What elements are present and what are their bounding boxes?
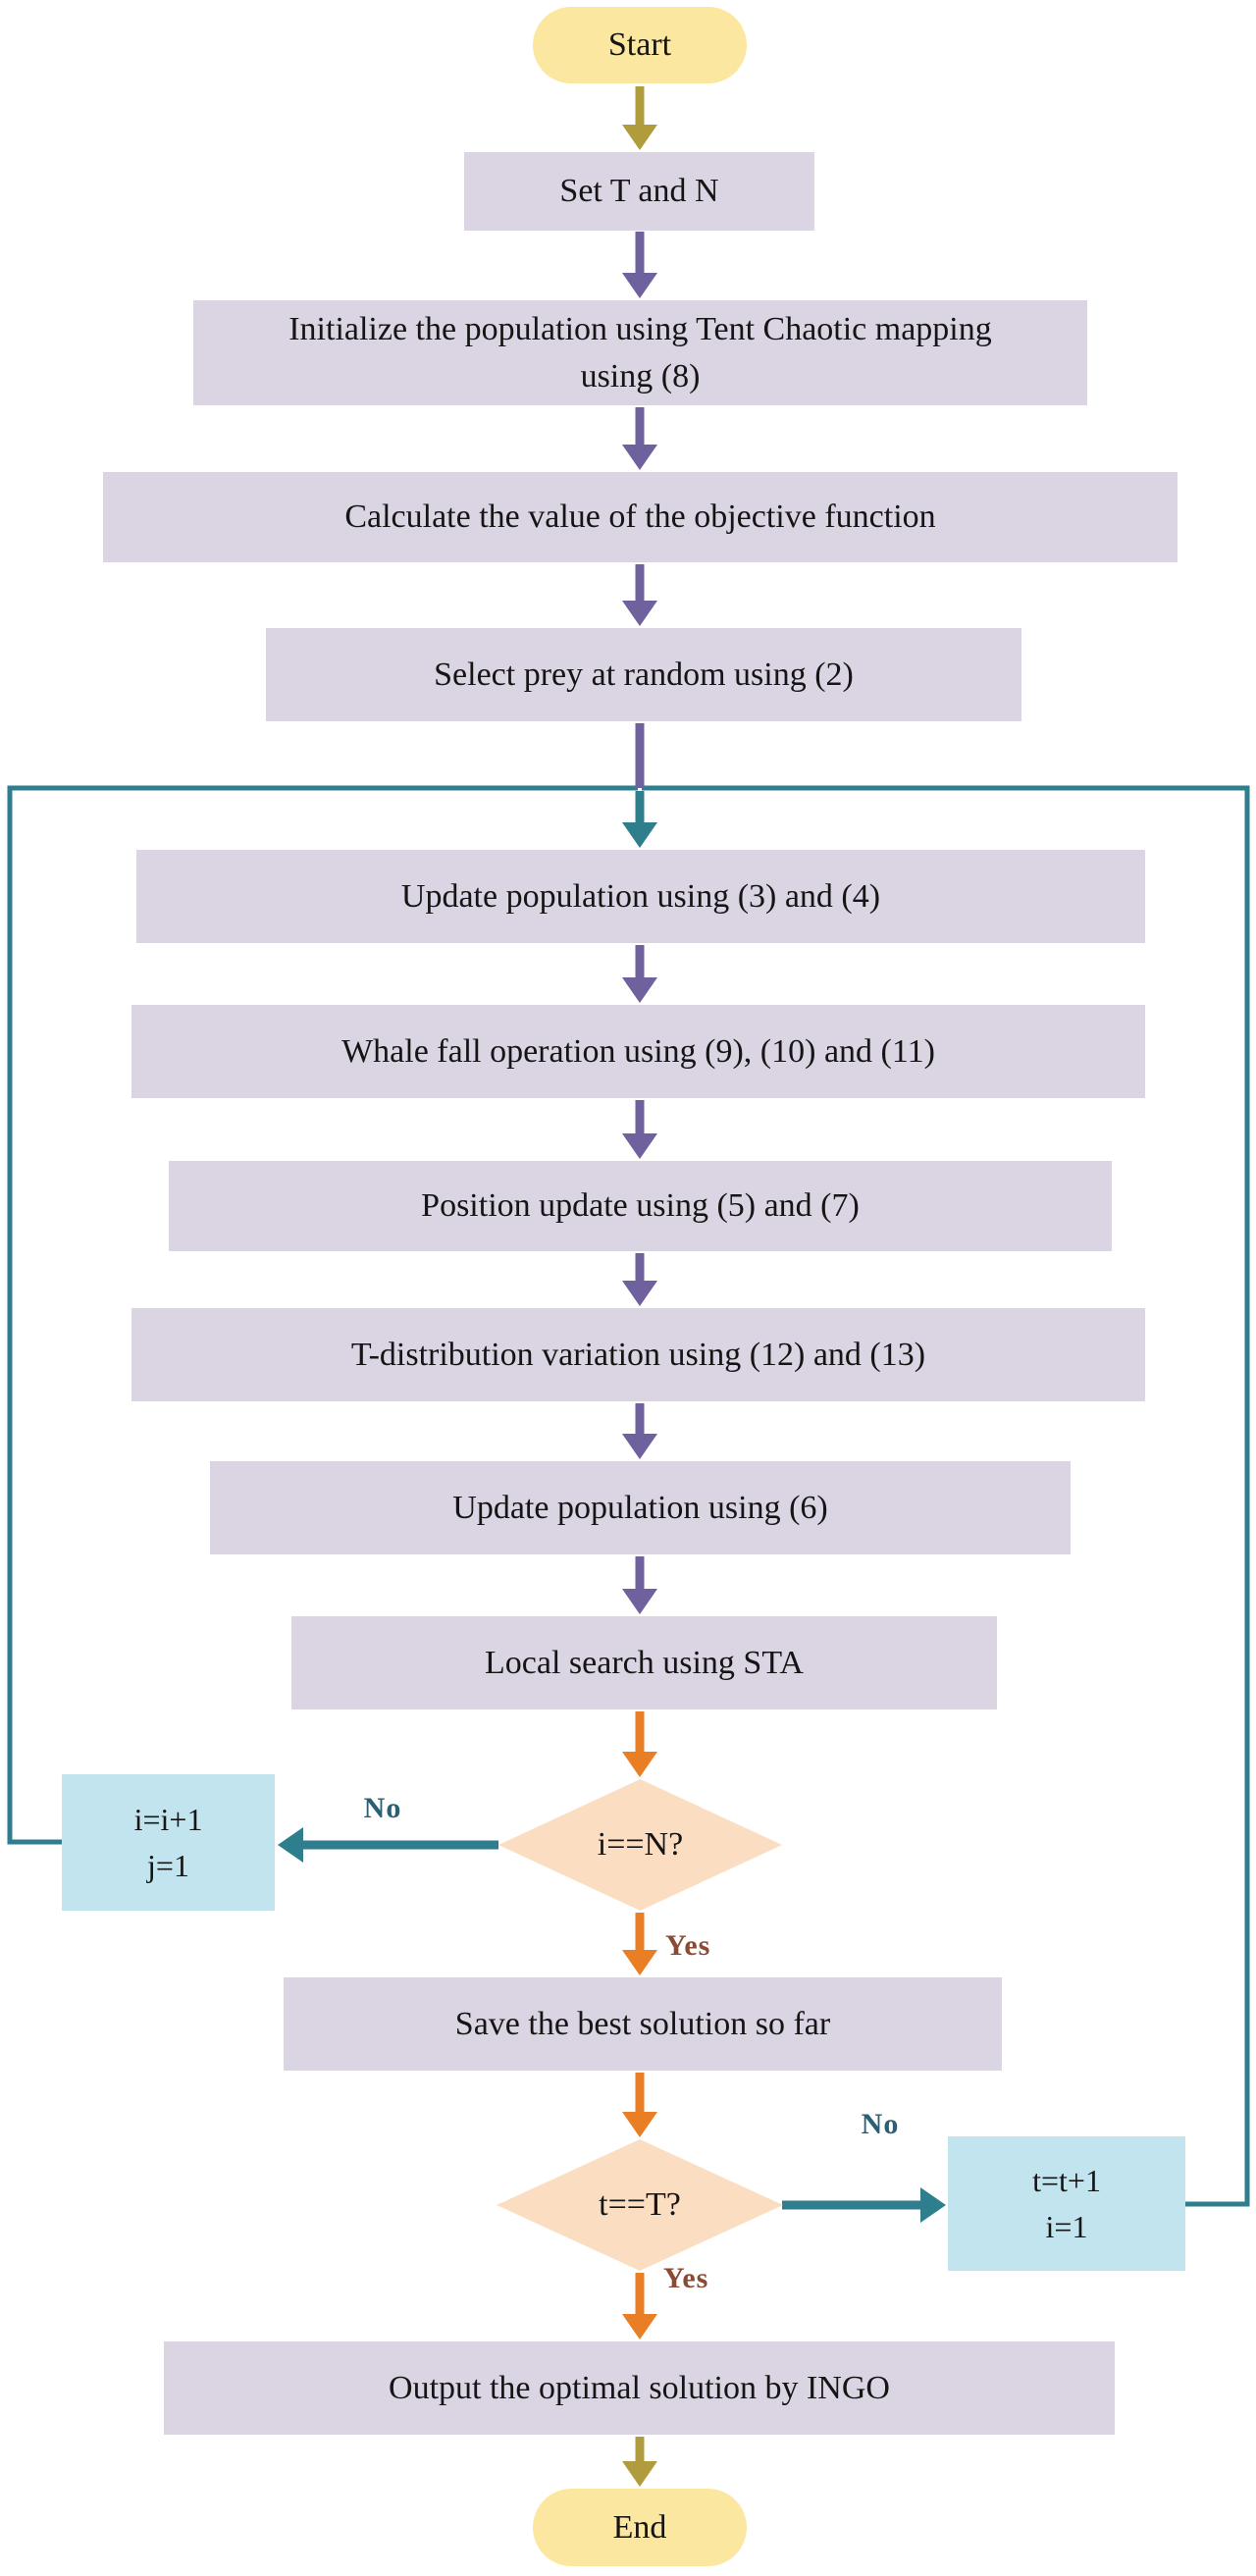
t-update-label: t=t+1 i=1 — [1032, 2163, 1101, 2244]
arrow-loop-to-update — [622, 791, 657, 848]
arrow-tdist-to-update6 — [622, 1403, 657, 1459]
arrow-decision-t-yes — [622, 2273, 657, 2339]
arrow-whalefall-to-position — [622, 1100, 657, 1159]
flowchart-node-calculate: Calculate the value of the objective fun… — [103, 472, 1178, 562]
flowchart-node-save-best: Save the best solution so far — [284, 1977, 1002, 2071]
update-pop-34-label: Update population using (3) and (4) — [400, 877, 881, 915]
flowchart-node-t-distribution: T-distribution variation using (12) and … — [131, 1308, 1145, 1401]
t-distribution-label: T-distribution variation using (12) and … — [350, 1336, 926, 1373]
local-search-label: Local search using STA — [485, 1644, 804, 1681]
arrow-position-to-tdist — [622, 1253, 657, 1306]
flowchart-node-select-prey: Select prey at random using (2) — [266, 628, 1021, 721]
flowchart-node-whale-fall: Whale fall operation using (9), (10) and… — [131, 1005, 1145, 1098]
flowchart-node-local-search: Local search using STA — [291, 1616, 997, 1709]
flowchart-decision-t-check: t==T? — [497, 2139, 783, 2271]
flowchart-node-start: Start — [533, 7, 747, 83]
flowchart-node-update-pop-6: Update population using (6) — [210, 1461, 1071, 1554]
calculate-label: Calculate the value of the objective fun… — [344, 499, 936, 536]
flowchart-node-output: Output the optimal solution by INGO — [164, 2341, 1115, 2435]
position-update-label: Position update using (5) and (7) — [421, 1187, 860, 1225]
arrow-set-to-initialize — [622, 232, 657, 298]
arrow-savebest-to-decision-t — [622, 2073, 657, 2137]
arrow-update-to-whalefall — [622, 945, 657, 1003]
start-label: Start — [607, 26, 672, 64]
edge-label-yes-t: Yes — [663, 2262, 709, 2294]
flowchart-node-end: End — [533, 2489, 747, 2566]
flowchart-node-position-update: Position update using (5) and (7) — [169, 1161, 1112, 1251]
arrow-start-to-set — [622, 86, 657, 150]
flowchart-node-initialize: Initialize the population using Tent Cha… — [193, 300, 1087, 405]
arrow-output-to-end — [622, 2437, 657, 2487]
flowchart-node-update-pop-34: Update population using (3) and (4) — [136, 850, 1145, 943]
i-update-label: i=i+1 j=1 — [133, 1802, 203, 1883]
i-check-label: i==N? — [597, 1826, 684, 1864]
flowchart-decision-i-check: i==N? — [498, 1779, 782, 1911]
arrow-update6-to-localsearch — [622, 1556, 657, 1614]
arrow-calculate-to-select — [622, 564, 657, 626]
select-prey-label: Select prey at random using (2) — [434, 656, 854, 693]
output-label: Output the optimal solution by INGO — [389, 2369, 890, 2406]
set-t-n-label: Set T and N — [559, 173, 719, 210]
flowchart-node-i-update: i=i+1 j=1 — [62, 1774, 275, 1911]
t-check-label: t==T? — [599, 2186, 681, 2224]
flowchart-node-t-update: t=t+1 i=1 — [948, 2136, 1185, 2271]
arrow-decision-t-no — [782, 2187, 946, 2223]
edge-label-no-i: No — [363, 1792, 402, 1824]
arrow-decision-i-yes — [622, 1913, 657, 1975]
whale-fall-label: Whale fall operation using (9), (10) and… — [341, 1032, 935, 1070]
update-pop-6-label: Update population using (6) — [452, 1489, 828, 1526]
save-best-label: Save the best solution so far — [454, 2005, 831, 2042]
edge-label-yes-i: Yes — [665, 1929, 711, 1962]
flowchart-node-set-t-n: Set T and N — [464, 152, 814, 231]
edge-label-no-t: No — [861, 2108, 900, 2140]
end-label: End — [612, 2508, 667, 2546]
arrow-decision-i-no — [278, 1827, 498, 1863]
arrow-localsearch-to-decision-i — [622, 1711, 657, 1777]
initialize-label: Initialize the population using Tent Cha… — [288, 310, 992, 394]
arrow-initialize-to-calculate — [622, 407, 657, 470]
